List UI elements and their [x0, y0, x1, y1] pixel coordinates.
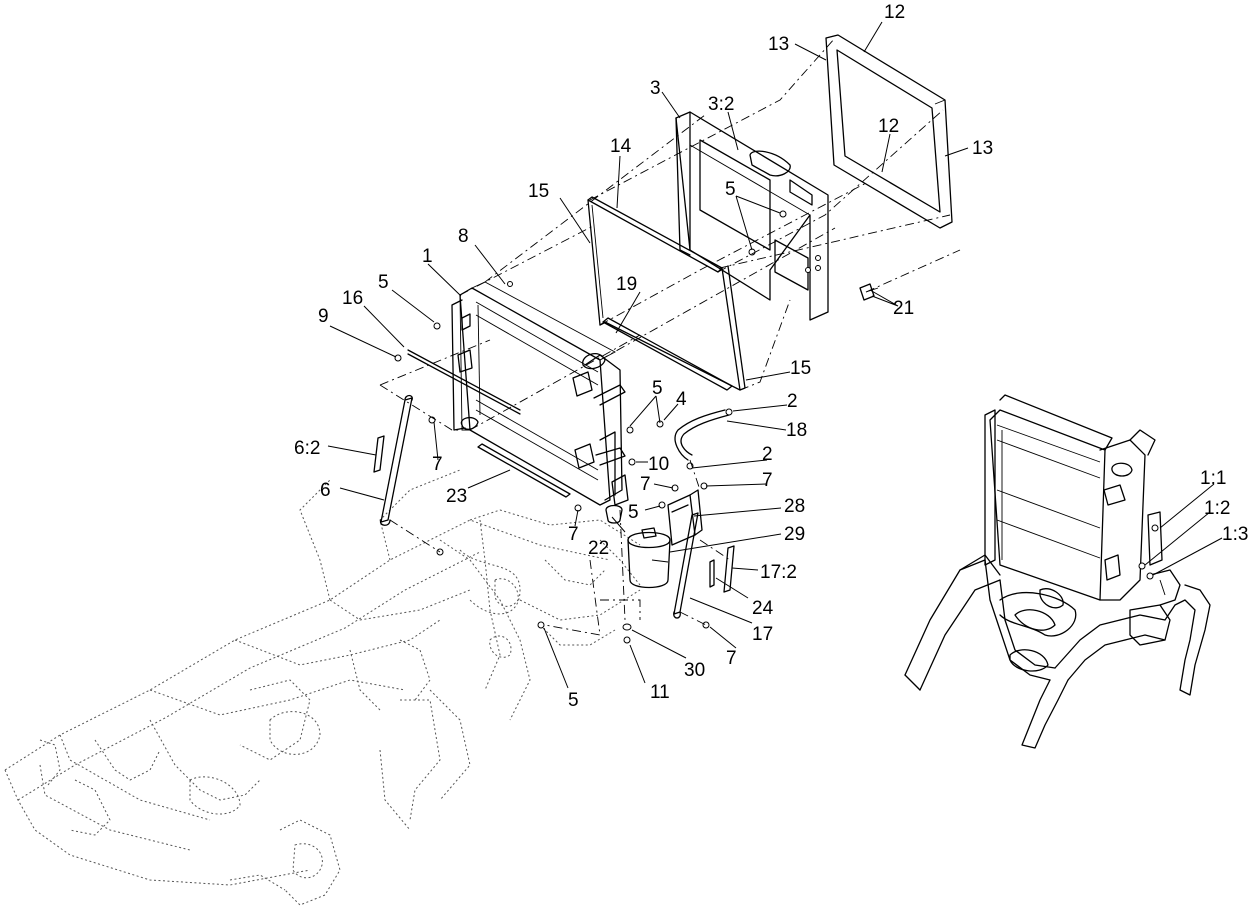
callout-3: 3	[650, 78, 661, 99]
callout-5: 5	[652, 378, 663, 399]
bracket-6	[379, 394, 413, 526]
callout-5: 5	[725, 179, 736, 200]
callout-19: 19	[616, 274, 637, 295]
callout-7: 7	[568, 524, 579, 545]
rod-16	[394, 349, 521, 415]
hardware-small	[428, 281, 710, 629]
callout-12: 12	[878, 116, 899, 137]
callout-29: 29	[784, 524, 805, 545]
callout-13: 13	[972, 138, 993, 159]
callout-28: 28	[784, 496, 805, 517]
screen-frame	[825, 34, 953, 229]
seal-19	[602, 317, 733, 391]
callout-1-2: 1:2	[1204, 498, 1230, 519]
callout-5: 5	[378, 272, 389, 293]
callout-6: 6	[320, 480, 331, 501]
callout-9: 9	[318, 306, 329, 327]
assembly-lines	[379, 37, 961, 636]
callout-11: 11	[650, 682, 670, 703]
callout-22: 22	[588, 538, 609, 559]
nut-11	[623, 636, 631, 644]
callout-15: 15	[528, 181, 549, 202]
callout-21: 21	[893, 298, 914, 319]
callout-1-1: 1:1	[1200, 468, 1226, 489]
clamp-24	[709, 559, 715, 588]
callout-1-3: 1:3	[1222, 524, 1248, 545]
screen-panel	[587, 196, 746, 391]
radiator	[451, 281, 629, 506]
callout-4: 4	[676, 389, 687, 410]
callout-7: 7	[432, 454, 443, 475]
reservoir-bracket-28	[667, 489, 703, 546]
callout-18: 18	[786, 420, 807, 441]
callout-14: 14	[610, 136, 632, 157]
callout-2: 2	[787, 391, 798, 412]
seal-23	[477, 443, 571, 498]
hose-18	[674, 408, 733, 470]
callout-6-2: 6:2	[294, 438, 320, 459]
callout-2: 2	[762, 444, 773, 465]
assembled-view	[904, 394, 1211, 749]
chassis-frame	[4, 469, 641, 906]
callout-30: 30	[684, 660, 705, 681]
radiator-shroud	[675, 111, 829, 321]
callout-8: 8	[458, 226, 469, 247]
callout-12: 12	[884, 2, 905, 23]
strip-17-2	[723, 545, 735, 593]
callout-5: 5	[628, 502, 639, 523]
callout-17-2: 17:2	[760, 562, 797, 583]
callout-13: 13	[768, 34, 789, 55]
callout-15: 15	[790, 358, 811, 379]
cap-22	[605, 504, 623, 524]
callout-7: 7	[762, 470, 773, 491]
callout-7: 7	[640, 474, 651, 495]
callout-17: 17	[752, 624, 773, 645]
leader-lines	[327, 21, 1223, 689]
callout-16: 16	[342, 288, 363, 309]
callout-7: 7	[726, 648, 737, 669]
callout-5: 5	[568, 690, 579, 711]
callout-10: 10	[648, 454, 669, 475]
strip-6-2	[373, 435, 385, 473]
callout-23: 23	[446, 486, 467, 507]
callout-1: 1	[422, 246, 433, 267]
coolant-reservoir-29	[627, 527, 671, 589]
callout-3-2: 3:2	[708, 94, 734, 115]
washer-30	[622, 623, 632, 631]
callout-labels: 12 13 12 13 3 3:2 14 15 5 8 1 5 16 9 21 …	[294, 2, 1248, 711]
callout-24: 24	[752, 598, 774, 619]
